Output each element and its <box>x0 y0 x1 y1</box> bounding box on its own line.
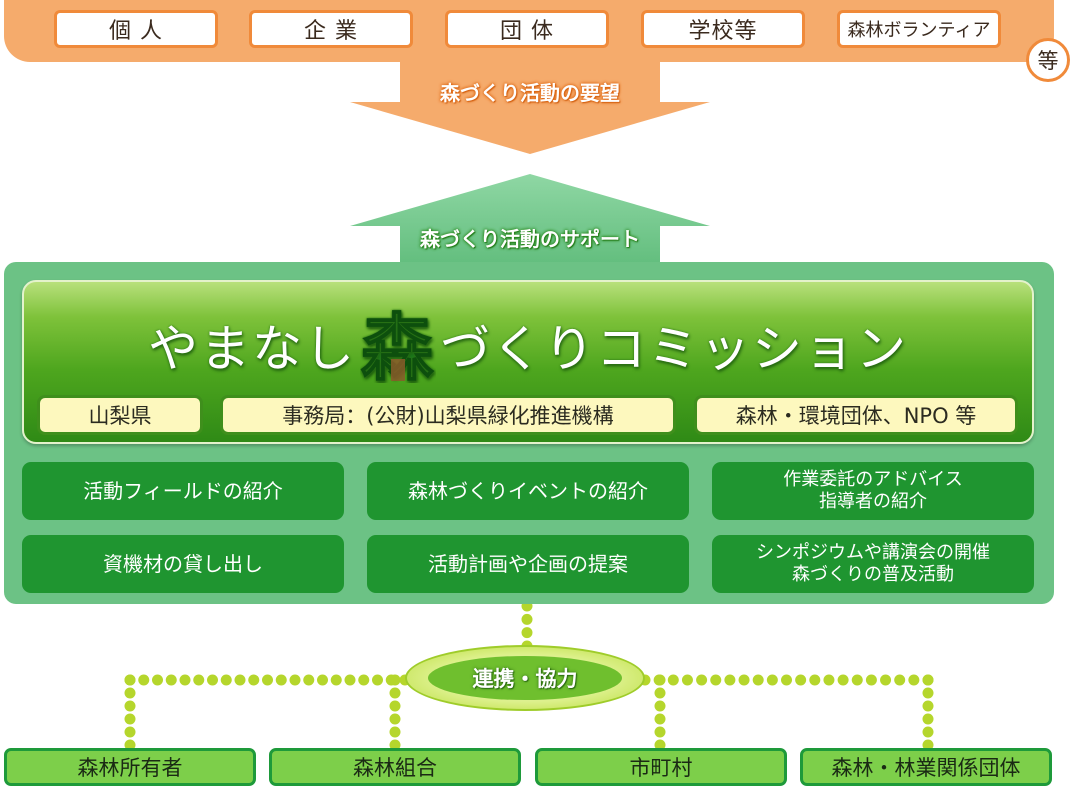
title-suffix: づくりコミッション <box>440 320 908 378</box>
partner-forestry-organizations: 森林・林業関係団体 <box>800 748 1052 786</box>
connector-dot <box>389 687 401 699</box>
connector-dot <box>738 674 750 686</box>
connector-dot <box>138 674 150 686</box>
connector-dot <box>654 713 666 725</box>
connector-dot <box>275 674 287 686</box>
service-line: シンポジウムや講演会の開催 <box>756 542 990 563</box>
service-line: 活動フィールドの紹介 <box>83 479 283 503</box>
connector-dot <box>837 674 849 686</box>
requester-individual: 個 人 <box>54 10 218 48</box>
service-line: 指導者の紹介 <box>819 491 927 512</box>
connector-dot <box>654 739 666 751</box>
support-arrow <box>350 174 710 264</box>
requester-forest-volunteer: 森林ボランティア <box>837 10 1001 48</box>
connector-dot <box>207 674 218 686</box>
request-arrow-wings <box>350 102 710 154</box>
connector-dot <box>124 739 136 751</box>
connector-dot <box>389 713 401 725</box>
service-line: 作業委託のアドバイス <box>783 469 963 490</box>
connector-dot <box>795 674 807 686</box>
connector-dot <box>823 674 835 686</box>
connector-dot <box>165 674 177 686</box>
connector-dot <box>521 627 533 639</box>
connector-dot <box>389 739 401 751</box>
service-plan-proposal: 活動計画や企画の提案 <box>367 535 689 593</box>
connector-dot <box>894 674 906 686</box>
commission-title: やまなし 森 づくりコミッション <box>22 300 1034 390</box>
connector-dot <box>922 674 934 686</box>
request-arrow-label: 森づくり活動の要望 <box>440 80 620 105</box>
connector-dot <box>289 674 301 686</box>
connector-dot <box>922 726 934 738</box>
connector-dot <box>710 674 722 686</box>
connector-dot <box>124 713 136 725</box>
connector-dot <box>865 674 877 686</box>
connector-dot <box>124 726 136 738</box>
requester-etc-badge: 等 <box>1026 38 1070 82</box>
org-forest-environment-npo: 森林・環境団体、NPO 等 <box>694 395 1018 435</box>
connector-dot <box>766 674 778 686</box>
connector-dot <box>667 674 679 686</box>
connector-dot <box>317 674 328 686</box>
org-yamanashi-prefecture: 山梨県 <box>37 395 203 435</box>
connector-dot <box>303 674 315 686</box>
forest-kanji-logo: 森 <box>360 307 434 383</box>
service-line: 森林づくりイベントの紹介 <box>408 479 648 503</box>
connector-dot <box>248 674 260 686</box>
connector-dot <box>124 687 136 699</box>
service-line: 森づくりの普及活動 <box>792 564 954 585</box>
connector-dot <box>654 726 666 738</box>
connector-dot <box>880 674 892 686</box>
partner-forest-cooperative: 森林組合 <box>269 748 521 786</box>
connector-dot <box>389 726 401 738</box>
requester-school: 学校等 <box>641 10 805 48</box>
connector-dot <box>908 674 920 686</box>
connector-dot <box>521 613 533 625</box>
service-line: 活動計画や企画の提案 <box>428 552 628 576</box>
service-event-introduction: 森林づくりイベントの紹介 <box>367 462 689 520</box>
connector-dot <box>851 674 863 686</box>
connector-dot <box>330 674 342 686</box>
partner-municipalities: 市町村 <box>535 748 787 786</box>
connector-dot <box>124 700 136 712</box>
connector-dot <box>372 674 383 686</box>
connector-dot <box>922 739 934 751</box>
connector-dot <box>234 674 246 686</box>
connector-dot <box>179 674 191 686</box>
service-line: 資機材の貸し出し <box>103 552 263 576</box>
partner-forest-owners: 森林所有者 <box>4 748 256 786</box>
connector-dot <box>344 674 356 686</box>
connector-dot <box>922 687 934 699</box>
service-field-introduction: 活動フィールドの紹介 <box>22 462 344 520</box>
service-symposium: シンポジウムや講演会の開催 森づくりの普及活動 <box>712 535 1034 593</box>
service-equipment-lending: 資機材の貸し出し <box>22 535 344 593</box>
connector-dot <box>389 674 401 686</box>
connector-dot <box>681 674 693 686</box>
connector-dot <box>262 674 273 686</box>
connector-dot <box>152 674 163 686</box>
requester-company: 企 業 <box>249 10 413 48</box>
connector-dot <box>220 674 232 686</box>
title-prefix: やまなし <box>148 320 356 378</box>
org-secretariat: 事務局：(公財)山梨県緑化推進機構 <box>220 395 676 435</box>
connector-dot <box>809 674 821 686</box>
requester-group: 団 体 <box>445 10 609 48</box>
cooperation-label: 連携・協力 <box>428 656 622 700</box>
connector-dot <box>922 700 934 712</box>
connector-dot <box>654 687 666 699</box>
connector-dot <box>752 674 764 686</box>
connector-dot <box>193 674 205 686</box>
connector-dot <box>358 674 370 686</box>
connector-dot <box>724 674 736 686</box>
support-arrow-label: 森づくり活動のサポート <box>420 226 640 251</box>
service-outsourcing-advice: 作業委託のアドバイス 指導者の紹介 <box>712 462 1034 520</box>
connector-dot <box>389 700 401 712</box>
connector-dot <box>654 674 666 686</box>
connector-dot <box>696 674 708 686</box>
connector-dot <box>654 700 666 712</box>
connector-dot <box>922 713 934 725</box>
connector-dot <box>124 674 136 686</box>
connector-dot <box>781 674 792 686</box>
